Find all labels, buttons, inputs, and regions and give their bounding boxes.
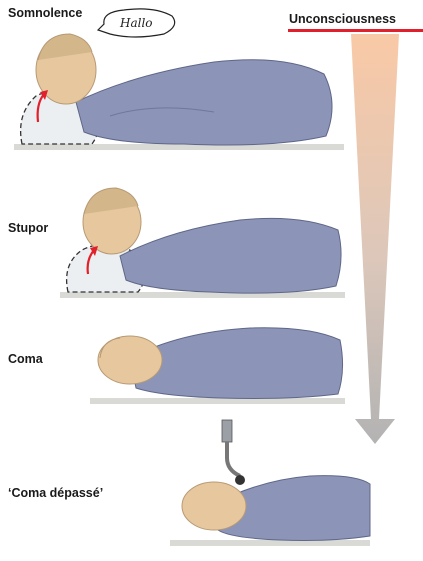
unconsciousness-gradient-arrow xyxy=(345,34,405,454)
patient-body xyxy=(120,218,341,293)
bed-surface xyxy=(14,144,344,150)
bed-surface xyxy=(90,398,345,404)
patient-head xyxy=(182,482,246,530)
coma-illustration xyxy=(90,300,345,410)
stupor-illustration xyxy=(60,170,345,300)
intubation-mouthpiece xyxy=(235,475,245,485)
bed-surface xyxy=(60,292,345,298)
coma-depasse-illustration xyxy=(170,420,370,550)
stage-label-coma: Coma xyxy=(8,352,43,366)
somnolence-illustration: Hallo xyxy=(14,4,344,154)
ventilator-tube-icon xyxy=(222,420,232,442)
patient-body xyxy=(76,60,332,145)
speech-bubble-text: Hallo xyxy=(119,16,153,30)
bed-surface xyxy=(170,540,370,546)
stage-label-stupor: Stupor xyxy=(8,221,48,235)
speech-bubble: Hallo xyxy=(98,9,175,37)
stage-label-coma-depasse: ‘Coma dépassé’ xyxy=(8,486,103,500)
